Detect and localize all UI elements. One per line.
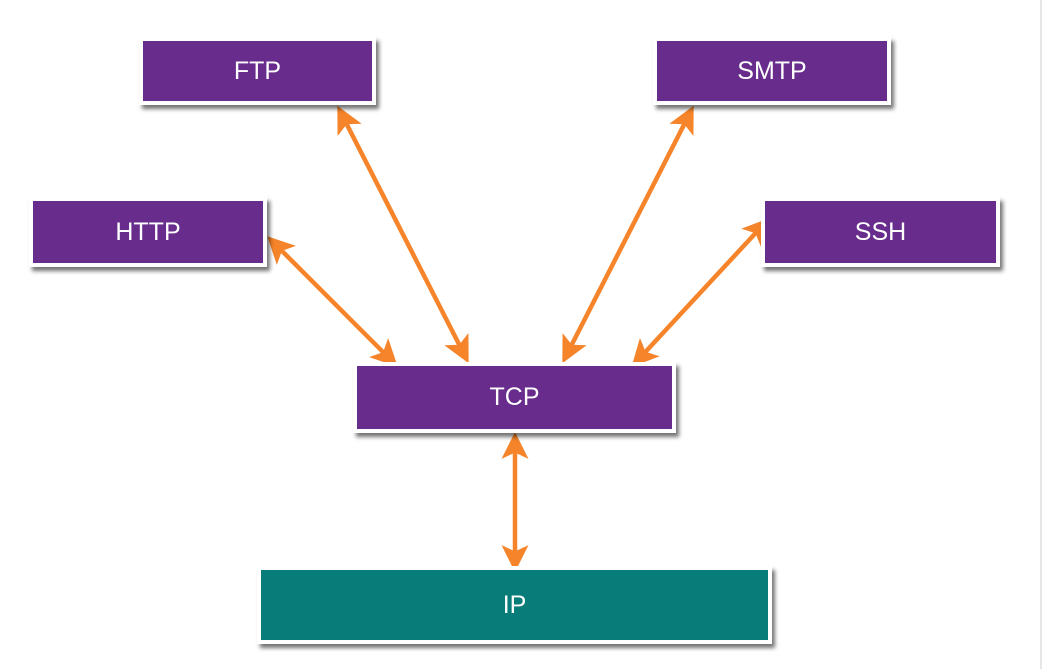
smtp-label: SMTP xyxy=(737,56,807,85)
ssh-label: SSH xyxy=(854,217,907,246)
http-node: HTTP xyxy=(29,197,267,267)
arrow-smtp-tcp xyxy=(562,105,694,364)
tcp-label: TCP xyxy=(489,383,540,411)
ip-node: IP xyxy=(257,566,772,644)
tcp-node: TCP xyxy=(353,362,676,433)
http-label: HTTP xyxy=(115,217,181,246)
ssh-node: SSH xyxy=(761,197,1000,267)
smtp-node: SMTP xyxy=(653,37,891,105)
right-divider xyxy=(1040,0,1042,669)
ftp-node: FTP xyxy=(139,37,376,105)
ip-label: IP xyxy=(502,590,527,619)
ftp-label: FTP xyxy=(233,56,282,85)
arrow-ftp-tcp xyxy=(337,105,469,364)
arrow-ssh-tcp xyxy=(631,218,770,367)
arrow-http-tcp xyxy=(267,236,398,367)
